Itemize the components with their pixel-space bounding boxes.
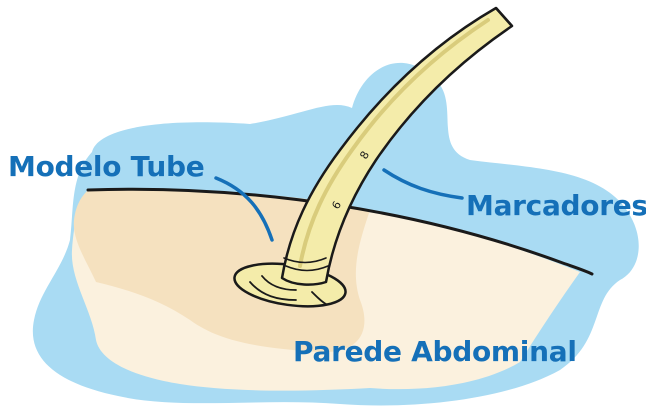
- label-modelo-tube: Modelo Tube: [8, 153, 204, 181]
- label-marcadores: Marcadores: [466, 192, 646, 220]
- label-parede-abdominal: Parede Abdominal: [293, 338, 577, 366]
